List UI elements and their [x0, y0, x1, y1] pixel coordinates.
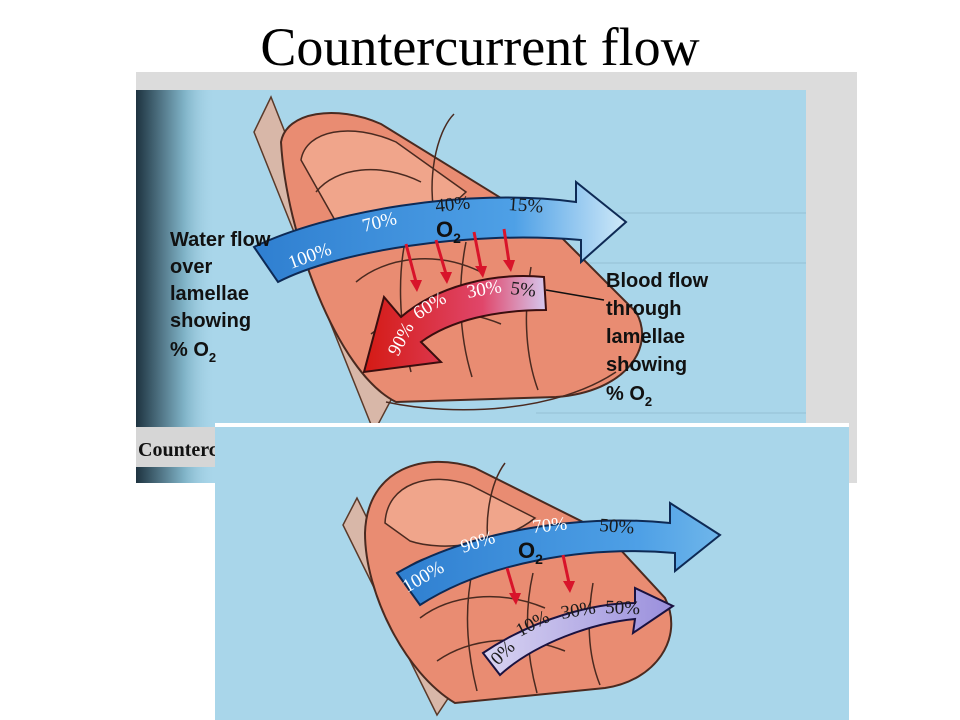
svg-text:showing: showing: [606, 354, 687, 376]
countercurrent-diagram-panel: O2 100% 70% 40% 15% 90% 60% 30% 5% Water…: [136, 72, 857, 483]
water-value: 40%: [434, 192, 471, 217]
svg-text:lamellae: lamellae: [606, 326, 685, 348]
svg-text:showing: showing: [170, 310, 251, 332]
concurrent-diagram-panel: O2 100% 90% 70% 50% 0% 10% 30% 50%: [215, 423, 849, 720]
concurrent-diagram: O2 100% 90% 70% 50% 0% 10% 30% 50%: [215, 423, 849, 720]
water-value: 70%: [531, 513, 568, 538]
blood-value: 50%: [605, 597, 641, 619]
svg-text:Water flow: Water flow: [170, 229, 271, 251]
svg-text:lamellae: lamellae: [170, 283, 249, 305]
svg-text:through: through: [606, 298, 682, 320]
blood-value: 5%: [509, 278, 537, 302]
svg-text:Blood flow: Blood flow: [606, 270, 709, 292]
countercurrent-diagram: O2 100% 70% 40% 15% 90% 60% 30% 5% Water…: [136, 72, 857, 483]
water-value: 50%: [599, 515, 635, 538]
slide-title: Countercurrent flow: [0, 18, 960, 77]
svg-text:over: over: [170, 256, 212, 278]
water-value: 15%: [508, 194, 544, 217]
